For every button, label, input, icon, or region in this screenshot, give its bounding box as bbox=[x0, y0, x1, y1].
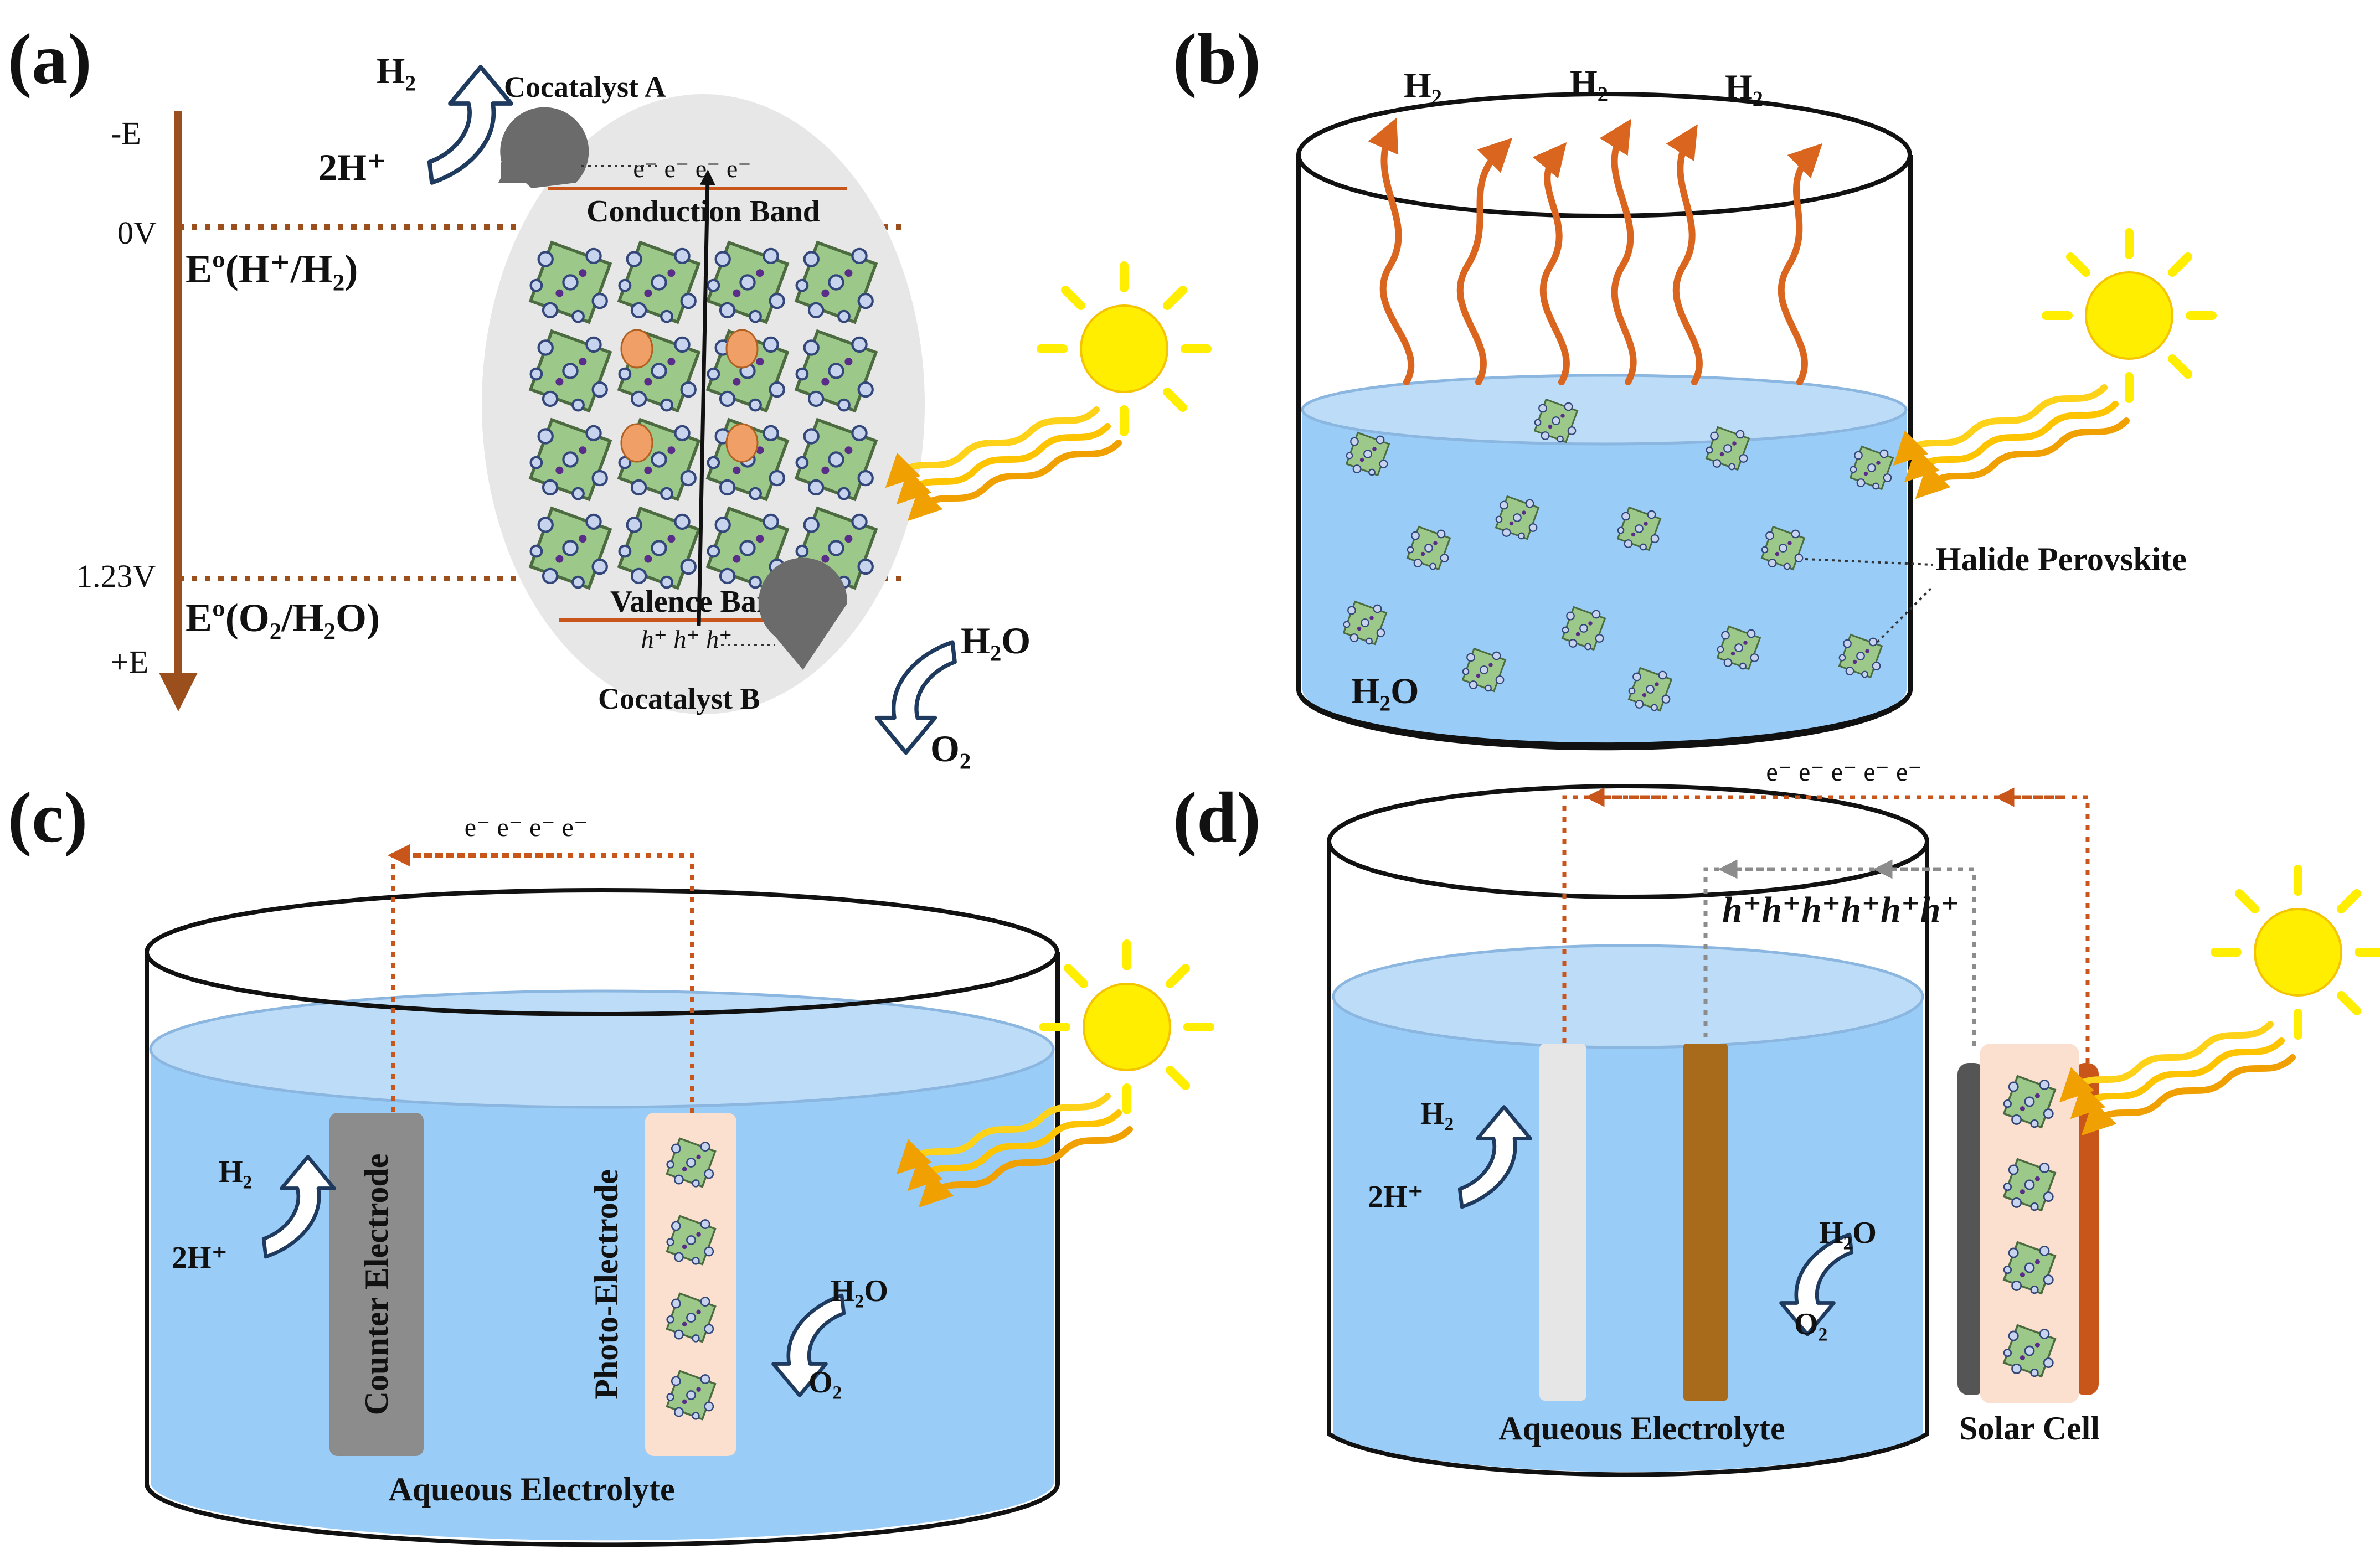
photo-electrode bbox=[645, 1113, 736, 1456]
sun-icon bbox=[2046, 233, 2212, 399]
light-rays-icon bbox=[2071, 1024, 2293, 1124]
axis-ox-tick: 1.23V bbox=[76, 558, 156, 594]
holes-label: h⁺ h⁺ h⁺ bbox=[641, 625, 733, 653]
light-rays-icon bbox=[1905, 388, 2126, 487]
beaker-b-rim bbox=[1296, 92, 1912, 218]
axis-positive-label: +E bbox=[111, 644, 148, 680]
perovskite-label: Halide Perovskite bbox=[1935, 541, 2187, 577]
sun-icon bbox=[1044, 944, 1210, 1110]
h2-label-b2: H₂ bbox=[1570, 63, 1608, 102]
cocatalyst-b-label: Cocatalyst B bbox=[598, 682, 760, 715]
sun-icon bbox=[2215, 869, 2380, 1035]
solar-cell-front bbox=[2074, 1063, 2099, 1395]
panel-d-letter: (d) bbox=[1173, 778, 1261, 858]
electrons-label: e⁻ e⁻ e⁻ e⁻ bbox=[633, 154, 751, 183]
her-arrow-icon bbox=[430, 67, 511, 183]
sun-icon bbox=[1041, 266, 1207, 432]
holes-label-d: h⁺h⁺h⁺h⁺h⁺h⁺ bbox=[1722, 890, 1960, 930]
electron-circuit-d bbox=[1562, 795, 2090, 1074]
panel-a: (a) -E 0V 1.23V +E Eº(H⁺/H₂) Eº(O₂/H₂O) bbox=[8, 19, 1207, 770]
cocatalyst-a-label: Cocatalyst A bbox=[504, 70, 666, 104]
electrolyte-label-c: Aqueous Electrolyte bbox=[388, 1471, 674, 1508]
solar-cell-label: Solar Cell bbox=[1959, 1410, 2100, 1447]
h2-label-c: H₂ bbox=[219, 1155, 252, 1189]
panel-c: (c) e⁻ e⁻ e⁻ e⁻ Counter Electrode Photo-… bbox=[8, 778, 1210, 1547]
axis-negative-label: -E bbox=[111, 115, 141, 151]
h2-label-b1: H₂ bbox=[1404, 65, 1442, 105]
electron-circuit-c bbox=[391, 853, 694, 1124]
solar-cell bbox=[1980, 1044, 2079, 1403]
water-b-surface bbox=[1301, 374, 1908, 446]
water-c-surface bbox=[149, 989, 1055, 1109]
electrolyte-label-d: Aqueous Electrolyte bbox=[1498, 1410, 1785, 1447]
beaker-c-rim bbox=[145, 888, 1059, 1016]
water-d-surface bbox=[1332, 944, 1924, 1049]
counter-electrode bbox=[329, 1113, 424, 1456]
panel-a-letter: (a) bbox=[8, 19, 92, 99]
h2o-label-d: H₂O bbox=[1819, 1216, 1877, 1250]
o2-label-c: O₂ bbox=[808, 1365, 842, 1400]
two-h-label-c: 2H⁺ bbox=[172, 1241, 228, 1275]
two-h-label-d: 2H⁺ bbox=[1368, 1180, 1424, 1214]
h2-bubbles-arrows bbox=[1368, 117, 1823, 385]
panel-d: (d) e⁻ e⁻ e⁻ e⁻ e⁻ h⁺h⁺h⁺h⁺h⁺h⁺ H₂ 2H⁺ H… bbox=[1173, 757, 2380, 1477]
h2-label-b3: H₂ bbox=[1725, 67, 1763, 106]
axis-zero-tick: 0V bbox=[117, 215, 157, 251]
perovskite-lattice bbox=[530, 242, 876, 588]
excitation-arrow bbox=[697, 169, 715, 626]
two-h-label-a: 2H⁺ bbox=[318, 146, 387, 188]
h2-label-d: H₂ bbox=[1420, 1097, 1454, 1131]
h2o-label-c: H₂O bbox=[831, 1274, 888, 1308]
photo-electrode-label: Photo-Electrode bbox=[588, 1169, 625, 1399]
anode-electrode bbox=[1683, 1044, 1728, 1401]
o2-label-d: O₂ bbox=[1794, 1307, 1827, 1341]
h2-label-a: H₂ bbox=[377, 51, 416, 91]
beaker-d-rim bbox=[1327, 784, 1929, 899]
cocatalyst-a-shape bbox=[500, 107, 589, 188]
electrons-label-c: e⁻ e⁻ e⁻ e⁻ bbox=[465, 813, 588, 842]
light-rays-icon bbox=[897, 410, 1119, 509]
panel-b-letter: (b) bbox=[1173, 19, 1261, 99]
electrons-label-d: e⁻ e⁻ e⁻ e⁻ e⁻ bbox=[1766, 757, 1921, 787]
counter-electrode-label: Counter Electrode bbox=[358, 1154, 395, 1416]
cathode-electrode bbox=[1539, 1044, 1586, 1401]
panel-b: (b) H₂ H₂ H₂ bbox=[1173, 19, 2212, 751]
o2-label-a: O₂ bbox=[930, 727, 971, 770]
hole-circuit-d bbox=[1703, 867, 1976, 1046]
h2-potential-label: Eº(H⁺/H₂) bbox=[186, 247, 358, 291]
o2-potential-label: Eº(O₂/H₂O) bbox=[186, 596, 380, 640]
h2o-label-a: H₂O bbox=[961, 620, 1031, 662]
panel-c-letter: (c) bbox=[8, 778, 87, 858]
cocatalyst-b-shape bbox=[759, 557, 848, 670]
conduction-band-label: Conduction Band bbox=[586, 194, 820, 229]
water-label-b: H₂O bbox=[1351, 671, 1419, 711]
solar-cell-back bbox=[1957, 1063, 1985, 1395]
water-d bbox=[1333, 997, 1923, 1472]
